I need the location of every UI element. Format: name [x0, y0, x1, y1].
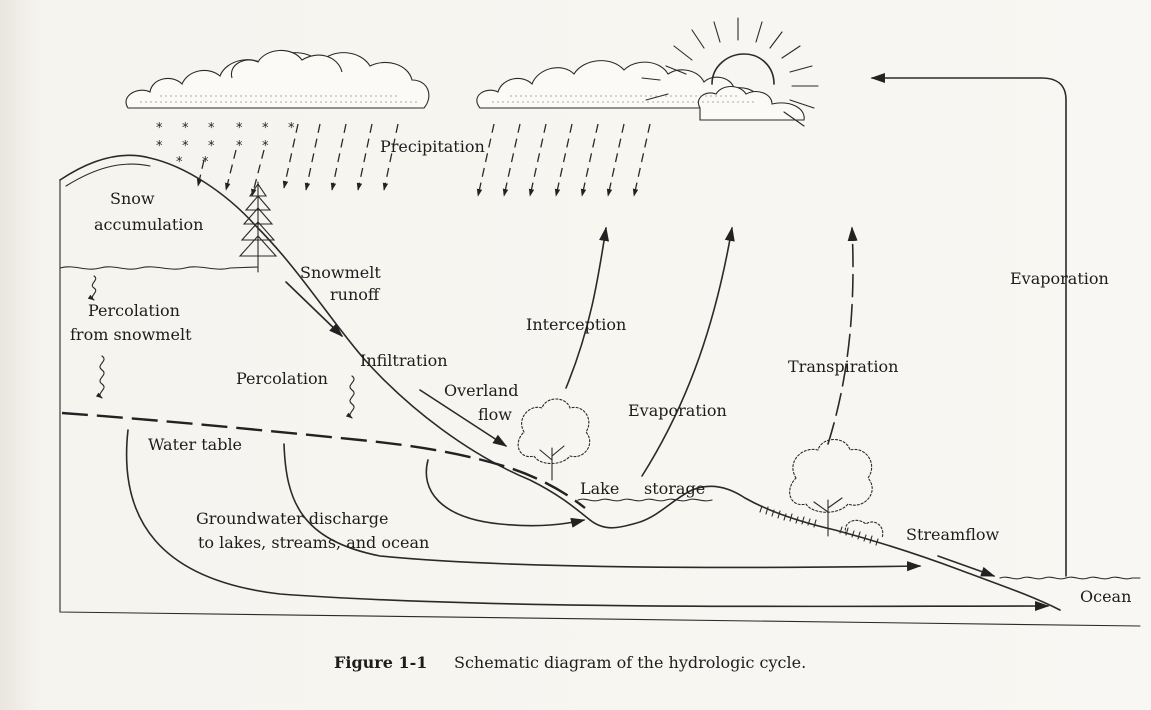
ocean-surface	[999, 576, 1141, 580]
label-groundwater-targets: to lakes, streams, and ocean	[198, 533, 429, 552]
lake-surface	[577, 498, 713, 502]
label-precipitation: Precipitation	[380, 137, 485, 156]
label-transpiration: Transpiration	[788, 357, 898, 376]
svg-text:*: *	[202, 155, 209, 170]
svg-text:*: *	[236, 121, 243, 136]
mountain-outline	[59, 154, 591, 521]
diagram-labels: Snow accumulation Precipitation Snowmelt…	[70, 137, 1131, 606]
label-groundwater: Groundwater discharge	[196, 509, 389, 528]
percolation-snowmelt-squiggle-lower	[95, 355, 105, 399]
snowmelt-runoff-arrow	[285, 281, 344, 337]
groundwater-stream-arrow	[283, 443, 922, 572]
svg-text:*: *	[156, 121, 163, 136]
precipitation-left	[196, 123, 399, 197]
precipitation-right	[476, 123, 651, 197]
groundwater-lake-arrow	[425, 459, 586, 528]
svg-text:*: *	[262, 121, 269, 136]
caption-number: Figure 1-1	[334, 653, 427, 672]
label-evaporation-ocean: Evaporation	[1010, 269, 1109, 288]
snow-line	[59, 266, 259, 270]
label-infiltration: Infiltration	[360, 351, 448, 370]
evaporation-ocean-arrow	[870, 72, 1067, 577]
label-storage: storage	[644, 479, 705, 498]
shore-grass	[759, 505, 879, 546]
label-lake: Lake	[580, 479, 619, 498]
transpiration-arrow	[827, 226, 858, 445]
label-snowmelt: Snowmelt	[300, 263, 381, 282]
svg-text:*: *	[262, 139, 269, 154]
label-evaporation-lake: Evaporation	[628, 401, 727, 420]
label-runoff: runoff	[330, 285, 381, 304]
mountain-slope-shade	[65, 163, 151, 187]
label-flow: flow	[478, 405, 512, 424]
overland-flow-arrow	[419, 389, 508, 447]
label-accumulation: accumulation	[94, 215, 203, 234]
svg-text:*: *	[182, 139, 189, 154]
label-percolation: Percolation	[236, 369, 328, 388]
streamflow-arrow	[937, 555, 996, 577]
deciduous-tree-shore-icon	[789, 438, 884, 539]
caption-text: Schematic diagram of the hydrologic cycl…	[454, 653, 806, 672]
label-snow: Snow	[110, 189, 155, 208]
percolation-snowmelt-squiggle	[87, 275, 97, 301]
percolation-squiggle	[345, 375, 355, 419]
water-table-line	[61, 411, 586, 509]
label-streamflow: Streamflow	[906, 525, 1000, 544]
frame-left-edge	[59, 179, 1141, 627]
svg-text:*: *	[208, 121, 215, 136]
svg-text:*: *	[208, 139, 215, 154]
label-from-snowmelt: from snowmelt	[70, 325, 192, 344]
interception-arrow	[565, 226, 610, 389]
label-overland: Overland	[444, 381, 518, 400]
sun-icon	[641, 17, 819, 127]
lake-bed	[589, 485, 1061, 611]
deciduous-tree-lake-icon	[517, 398, 591, 481]
label-water-table: Water table	[148, 435, 242, 454]
figure-caption: Figure 1-1 Schematic diagram of the hydr…	[334, 653, 806, 672]
cloud-right-icon	[476, 60, 805, 121]
svg-text:*: *	[288, 121, 295, 136]
svg-text:*: *	[182, 121, 189, 136]
svg-text:*: *	[156, 139, 163, 154]
snowfall: *** *** *** ** **	[156, 121, 295, 170]
label-ocean: Ocean	[1080, 587, 1131, 606]
label-interception: Interception	[526, 315, 626, 334]
cloud-left-icon	[125, 49, 430, 109]
groundwater-ocean-arrow	[125, 429, 1050, 612]
svg-text:*: *	[236, 139, 243, 154]
evergreen-tree-icon	[238, 181, 278, 273]
svg-text:*: *	[176, 155, 183, 170]
evaporation-lake-arrow	[641, 226, 735, 477]
label-percolation-from: Percolation	[88, 301, 180, 320]
